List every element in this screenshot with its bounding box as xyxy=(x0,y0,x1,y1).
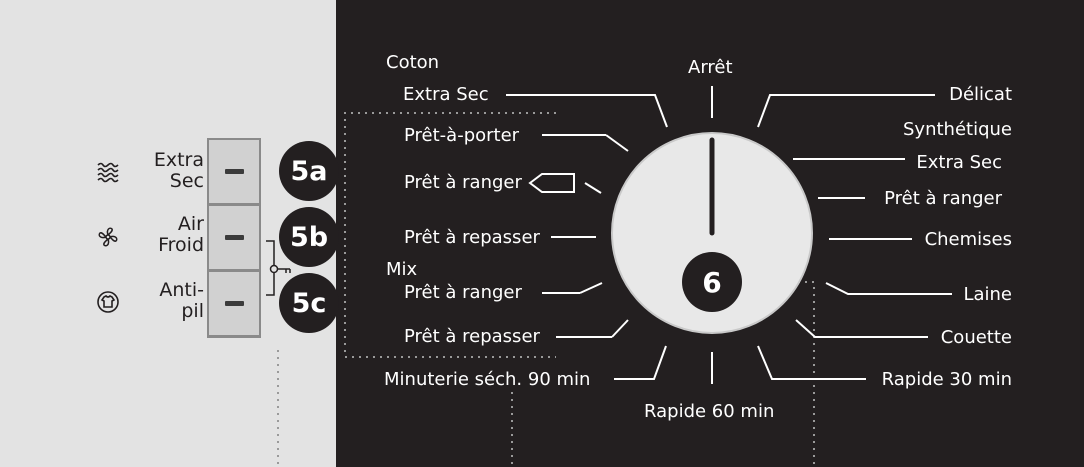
program-group-synthetique: Synthétique xyxy=(903,119,1012,140)
program-label-synth-extra-sec: Extra Sec xyxy=(916,152,1002,173)
key-lock-icon xyxy=(266,240,291,296)
program-label-mix-pret-a-ranger: Prêt à ranger xyxy=(404,282,522,303)
program-label-coton-pret-a-repasser: Prêt à repasser xyxy=(404,227,540,248)
program-label-minuterie: Minuterie séch. 90 min xyxy=(384,369,591,390)
shirt-icon xyxy=(97,291,119,313)
program-group-coton: Coton xyxy=(386,52,440,73)
step-number-circle xyxy=(682,252,742,312)
badge-5b: 5b xyxy=(279,207,339,267)
program-label-arret: Arrêt xyxy=(688,57,733,78)
program-label-chemises: Chemises xyxy=(924,229,1012,250)
air-froid-button[interactable] xyxy=(207,204,261,271)
button-indicator xyxy=(225,235,244,240)
extra-sec-button[interactable] xyxy=(207,138,261,205)
program-label-synth-pret-a-ranger: Prêt à ranger xyxy=(884,188,1002,209)
anti-pil-button[interactable] xyxy=(207,270,261,337)
program-label-pret-a-porter: Prêt-à-porter xyxy=(404,125,520,146)
program-label-coton-pret-a-ranger: Prêt à ranger xyxy=(404,172,522,193)
program-label-coton-extra-sec: Extra Sec xyxy=(403,84,489,105)
program-label-rapide-30: Rapide 30 min xyxy=(881,369,1012,390)
program-group-mix: Mix xyxy=(386,259,418,280)
program-label-couette: Couette xyxy=(940,327,1012,348)
dial-tick-marks xyxy=(506,86,952,384)
badge-5c: 5c xyxy=(279,273,339,333)
badge-5a: 5a xyxy=(279,141,339,201)
button-indicator xyxy=(225,301,244,306)
program-label-mix-pret-a-repasser: Prêt à repasser xyxy=(404,326,540,347)
option-label-anti-pil: Anti-pil xyxy=(159,279,204,322)
program-label-laine: Laine xyxy=(963,284,1012,305)
step-number: 6 xyxy=(702,266,721,299)
button-indicator xyxy=(225,169,244,174)
program-label-delicat: Délicat xyxy=(949,84,1012,105)
wavy-lines-icon xyxy=(97,162,119,183)
fan-icon xyxy=(98,227,118,247)
tag-icon xyxy=(528,173,575,193)
program-label-rapide-60: Rapide 60 min xyxy=(644,401,775,422)
